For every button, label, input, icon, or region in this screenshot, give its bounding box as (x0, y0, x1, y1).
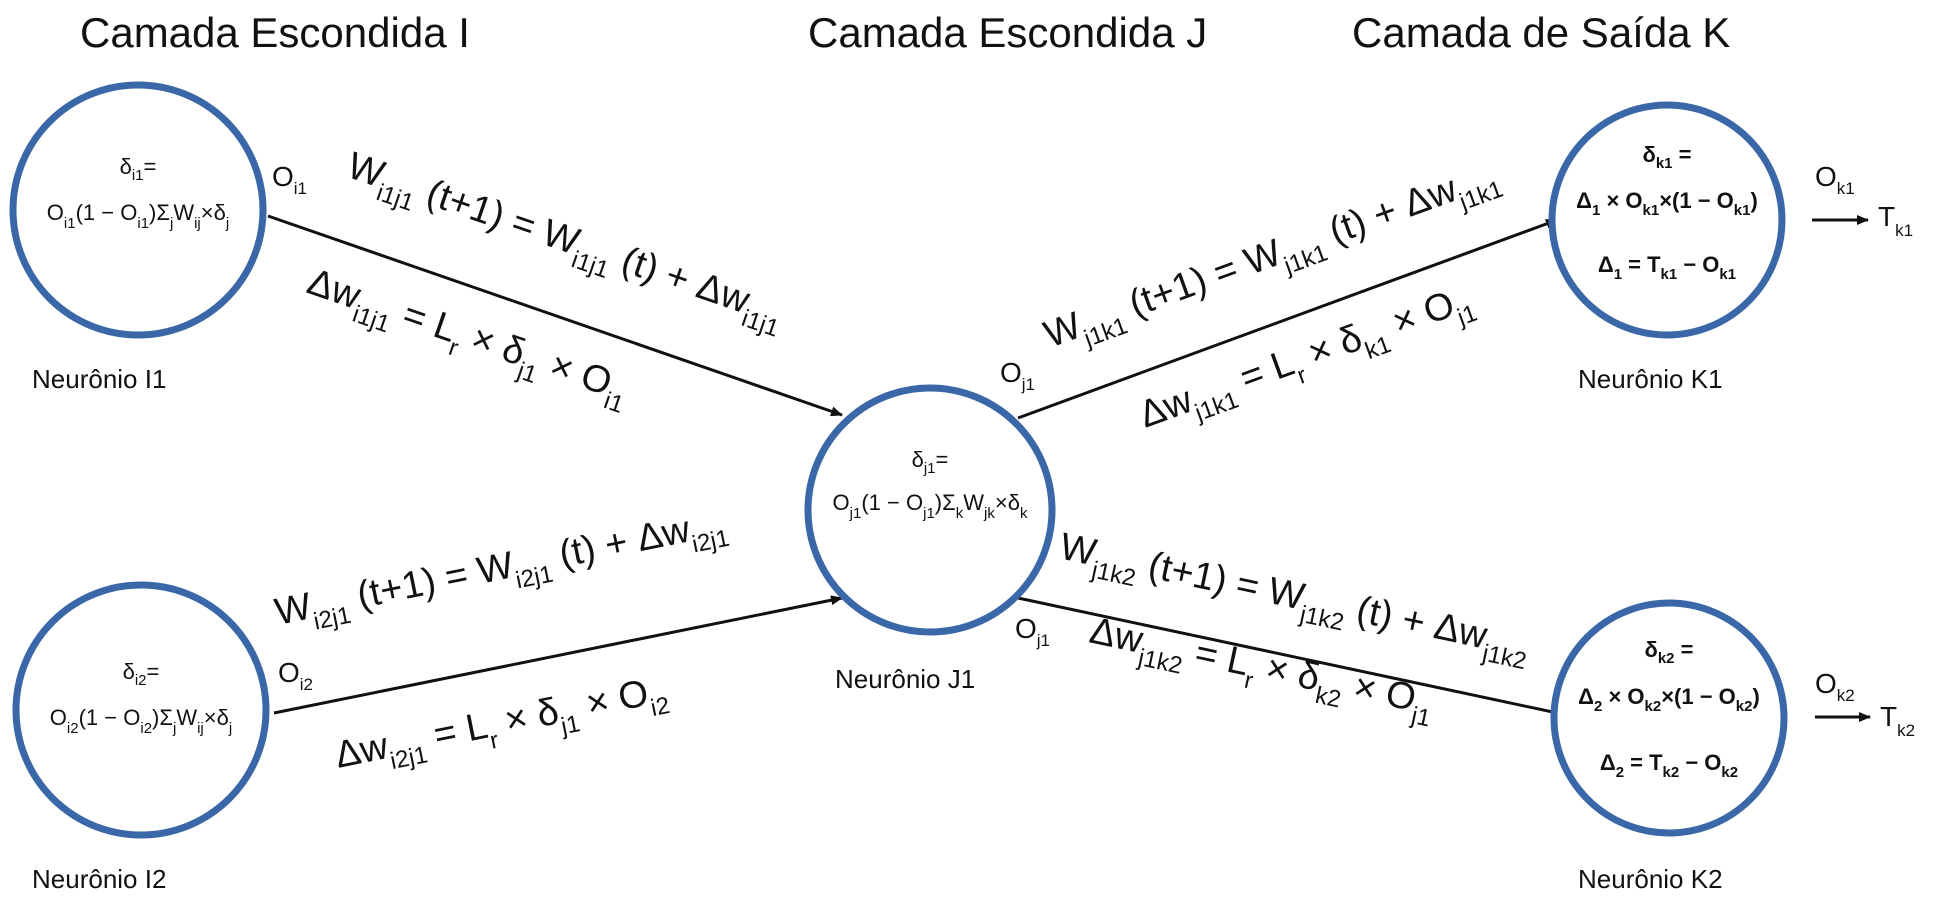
layer-title-hidden-i: Camada Escondida I (80, 9, 470, 56)
neuron-k2-formula: Δ2 × Ok2×(1 − Ok2) (1578, 684, 1760, 715)
output-label-oi2: Oi2 (278, 657, 313, 694)
neuron-i1-label: Neurônio I1 (32, 364, 166, 394)
neuron-k2-label: Neurônio K2 (1578, 864, 1723, 894)
layer-title-output-k: Camada de Saída K (1352, 9, 1730, 56)
neuron-i1-formula: Oi1(1 − Oi1)ΣjWij×δj (47, 200, 229, 232)
neuron-i2-circle (12, 581, 270, 839)
output-label-oj1-bottom: Oj1 (1015, 613, 1050, 650)
neuron-j1-delta: δj1= (912, 447, 949, 477)
target-label-tk1: Tk1 (1878, 201, 1913, 240)
layer-title-hidden-j: Camada Escondida J (808, 9, 1207, 56)
output-label-ok1: Ok1 (1815, 161, 1855, 198)
neuron-i1-delta: δi1= (120, 154, 157, 184)
equation-w-i2j1: Wi2j1 (t+1) = Wi2j1 (t) + Δwi2j1 (271, 501, 731, 643)
target-label-tk2: Tk2 (1880, 701, 1915, 740)
neuron-j1-circle (804, 384, 1056, 636)
neuron-i1-circle (9, 81, 267, 339)
neuron-k1-circle (1548, 101, 1786, 339)
neuron-k2-error: Δ2 = Tk2 − Ok2 (1600, 750, 1738, 781)
connection-i1-j1 (267, 214, 843, 417)
output-label-oi1: Oi1 (272, 161, 307, 198)
neuron-i2-delta: δi2= (123, 659, 160, 689)
equation-w-j1k1: Wj1k1 (t+1) = Wj1k1 (t) + Δwj1k1 (1039, 153, 1507, 365)
connection-i2-j1 (273, 595, 843, 715)
neuron-k2-delta: δk2 = (1645, 637, 1694, 667)
neuron-k1-error: Δ1 = Tk1 − Ok1 (1598, 252, 1736, 283)
output-label-oj1-top: Oj1 (1000, 357, 1035, 394)
output-label-ok2: Ok2 (1815, 668, 1855, 705)
neuron-i2-formula: Oi2(1 − Oi2)ΣjWij×δj (50, 705, 232, 737)
connection-j1-k1 (1017, 218, 1558, 420)
neuron-k1-label: Neurônio K1 (1578, 364, 1723, 394)
neuron-j1-formula: Oj1(1 − Oj1)ΣkWjk×δk (833, 490, 1028, 522)
neuron-k1-delta: δk1 = (1643, 142, 1692, 172)
equation-dw-i2j1: Δwi2j1 = Lr × δj1 × Oi2 (331, 668, 672, 785)
connection-j1-k2 (1017, 596, 1563, 717)
neuron-i2-label: Neurônio I2 (32, 864, 166, 894)
neuron-j1-label: Neurônio J1 (835, 664, 975, 694)
neuron-k1-formula: Δ1 × Ok1×(1 − Ok1) (1576, 188, 1758, 219)
neuron-k2-circle (1550, 599, 1788, 837)
